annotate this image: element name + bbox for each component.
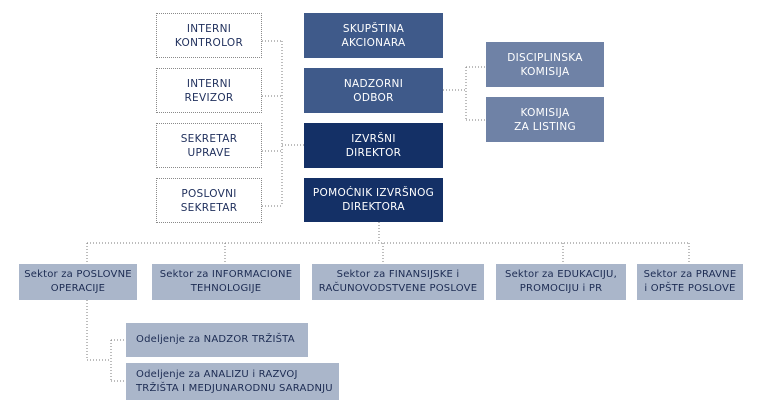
box-komisija-za-listing: KOMISIJA ZA LISTING xyxy=(486,97,604,142)
box-sekretar-uprave: SEKRETAR UPRAVE xyxy=(156,123,262,168)
box-disciplinska-komisija: DISCIPLINSKA KOMISIJA xyxy=(486,42,604,87)
box-pomocnik-izvrsnog-direktora: POMOĆNIK IZVRŠNOG DIREKTORA xyxy=(304,178,443,222)
box-poslovni-sekretar: POSLOVNI SEKRETAR xyxy=(156,178,262,223)
box-sektor-pravne-poslove: Sektor za PRAVNE i OPŠTE POSLOVE xyxy=(637,264,743,300)
box-interni-revizor: INTERNI REVIZOR xyxy=(156,68,262,113)
box-sektor-finansijske-poslove: Sektor za FINANSIJSKE i RAČUNOVODSTVENE … xyxy=(312,264,484,300)
box-izvrsni-direktor: IZVRŠNI DIREKTOR xyxy=(304,123,443,168)
box-odeljenje-analiza: Odeljenje za ANALIZU i RAZVOJ TRŽIŠTA I … xyxy=(126,363,339,400)
box-interni-kontrolor: INTERNI KONTROLOR xyxy=(156,13,262,58)
box-sektor-informacione-tehnologije: Sektor za INFORMACIONE TEHNOLOGIJE xyxy=(152,264,300,300)
box-sektor-edukacija: Sektor za EDUKACIJU, PROMOCIJU i PR xyxy=(496,264,626,300)
box-odeljenje-nadzor: Odeljenje za NADZOR TRŽIŠTA xyxy=(126,323,308,357)
box-nadzorni-odbor: NADZORNI ODBOR xyxy=(304,68,443,113)
box-skupstina-akcionara: SKUPŠTINA AKCIONARA xyxy=(304,13,443,58)
box-sektor-poslovne-operacije: Sektor za POSLOVNE OPERACIJE xyxy=(19,264,137,300)
